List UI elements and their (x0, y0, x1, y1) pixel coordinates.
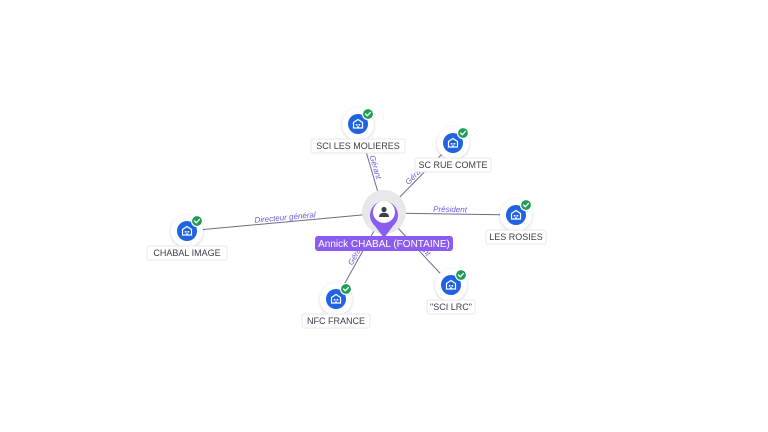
building-icon (447, 137, 459, 148)
company-node-sci-lrc[interactable]: "SCI LRC" (426, 268, 476, 315)
company-node-les-rosies[interactable]: LES ROSIES (485, 198, 547, 245)
company-node-chabal-image[interactable]: CHABAL IMAGE (146, 214, 228, 261)
building-icon (445, 279, 457, 290)
company-label-bg (146, 245, 228, 261)
company-node-disc (326, 289, 346, 309)
company-node-disc (443, 133, 463, 153)
company-node-disc (348, 114, 368, 134)
verified-check-icon (190, 214, 204, 228)
edge-role-label: Président (433, 205, 468, 215)
company-name-label: NFC FRANCE (307, 316, 365, 326)
person-icon (379, 206, 389, 217)
nodes-layer: SCI LES MOLIERES SC RUE COMTE LES ROSIES "S… (146, 107, 547, 329)
company-name-label: SCI LES MOLIERES (316, 141, 400, 151)
company-node-disc (441, 275, 461, 295)
verified-check-icon (339, 282, 353, 296)
company-name-label: CHABAL IMAGE (153, 248, 220, 258)
edge-line (383, 212, 517, 216)
company-label-bg (485, 229, 547, 245)
company-name-label: LES ROSIES (489, 232, 543, 242)
verified-check-icon (456, 126, 470, 140)
company-label-bg (414, 157, 492, 173)
center-name-label: Annick CHABAL (FONTAINE) (318, 239, 450, 250)
verified-check-icon (361, 107, 375, 121)
company-label-bg (426, 299, 476, 315)
company-name-label: "SCI LRC" (430, 302, 472, 312)
edge-chabal-image: Directeur général (186, 210, 385, 232)
center-node[interactable]: Annick CHABAL (FONTAINE) (315, 190, 453, 251)
verified-check-icon (454, 268, 468, 282)
building-icon (510, 209, 522, 220)
company-label-bg (310, 138, 406, 154)
company-name-label: SC RUE COMTE (418, 160, 487, 170)
building-icon (352, 118, 364, 129)
edge-role-label: Directeur général (254, 210, 316, 225)
edge-les-rosies: Président (383, 205, 517, 216)
company-node-disc (506, 205, 526, 225)
verified-check-icon (519, 198, 533, 212)
center-label-bg (315, 236, 453, 251)
company-node-sc-rue-comte[interactable]: SC RUE COMTE (414, 126, 492, 173)
company-node-sci-les-molieres[interactable]: SCI LES MOLIERES (310, 107, 406, 154)
edge-role-label: Gérant (368, 154, 384, 181)
building-icon (330, 293, 342, 304)
company-label-bg (301, 313, 371, 329)
edge-line (186, 212, 385, 232)
building-icon (181, 225, 193, 236)
company-node-disc (177, 221, 197, 241)
company-node-nfc-france[interactable]: NFC FRANCE (301, 282, 371, 329)
